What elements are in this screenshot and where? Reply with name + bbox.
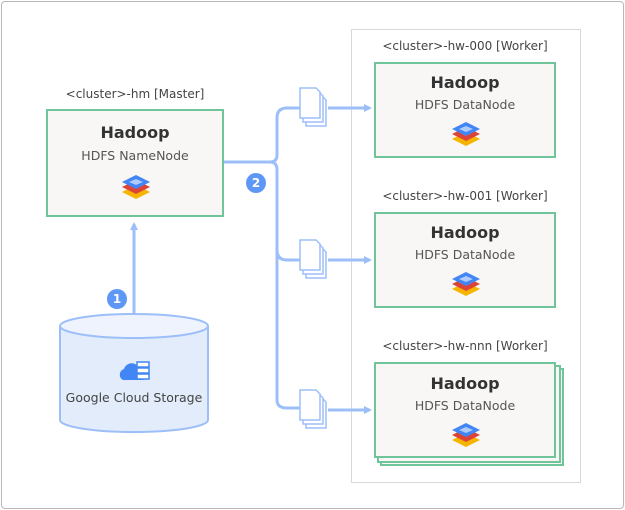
hadoop-stack-icon: [452, 272, 480, 296]
hadoop-stack-icon: [452, 423, 480, 447]
trunk-middle-line: [275, 249, 300, 262]
trunk-lower-line: [269, 160, 300, 410]
step-badge-1: 1: [107, 289, 127, 309]
worker-001-service: HDFS DataNode: [414, 247, 516, 262]
worker-nnn-title: Hadoop: [430, 374, 500, 393]
storage-label: Google Cloud Storage: [65, 390, 203, 405]
worker-nnn-caption: <cluster>-hw-nnn [Worker]: [382, 339, 548, 353]
worker-000-caption: <cluster>-hw-000 [Worker]: [382, 39, 548, 53]
worker-000-service: HDFS DataNode: [414, 97, 516, 112]
master-caption: <cluster>-hm [Master]: [65, 87, 205, 101]
step-badge-2: 2: [246, 173, 266, 193]
worker-000-node[interactable]: Hadoop HDFS DataNode: [374, 62, 556, 158]
document-stack-icon: [299, 239, 327, 279]
master-node[interactable]: Hadoop HDFS NameNode: [46, 109, 224, 217]
worker-000-title: Hadoop: [430, 73, 500, 92]
worker-nnn-service: HDFS DataNode: [414, 398, 516, 413]
worker-001-title: Hadoop: [430, 223, 500, 242]
document-stack-icon: [299, 87, 327, 127]
master-to-trunk-line: [224, 106, 300, 164]
hadoop-stack-icon: [452, 122, 480, 146]
hadoop-stack-icon: [122, 175, 150, 199]
worker-001-node[interactable]: Hadoop HDFS DataNode: [374, 212, 556, 308]
document-stack-icon: [299, 389, 327, 429]
worker-001-caption: <cluster>-hw-001 [Worker]: [382, 189, 548, 203]
master-service: HDFS NameNode: [81, 148, 189, 163]
master-title: Hadoop: [100, 123, 170, 142]
worker-nnn-node[interactable]: Hadoop HDFS DataNode: [374, 362, 556, 458]
cloud-storage-icon: [119, 361, 150, 380]
